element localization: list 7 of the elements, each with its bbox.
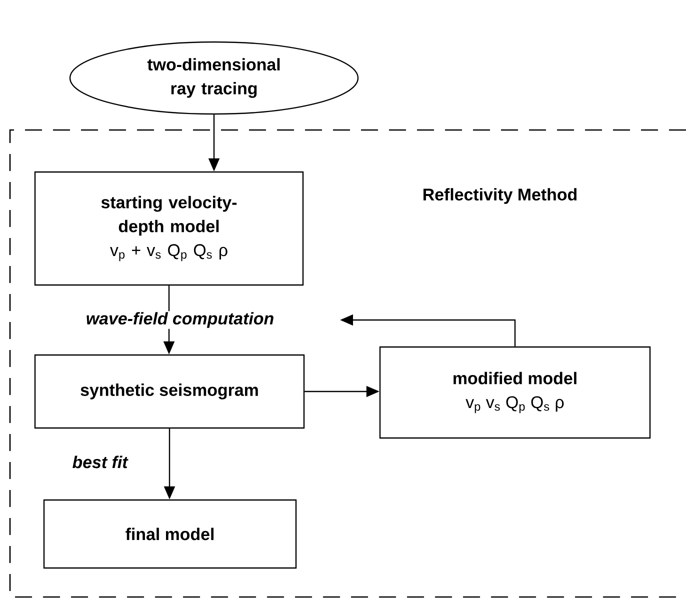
process-box: starting velocity-depth model v$_{p}$ + v$_{s}$ Q$_{p}$ Q$_{s}$ ρ (34, 171, 304, 286)
process-box: synthetic seismogram (34, 354, 305, 429)
process-box: final model (43, 499, 297, 569)
frame-heading: Reflectivity Method (424, 188, 576, 204)
edge-label: best fit (71, 454, 129, 470)
process-box: modified model v$_{p}$ v$_{s}$ Q$_{p}$ Q$_{s}$ ρ (379, 346, 651, 439)
edge-label: wave-field computation (84, 311, 276, 329)
